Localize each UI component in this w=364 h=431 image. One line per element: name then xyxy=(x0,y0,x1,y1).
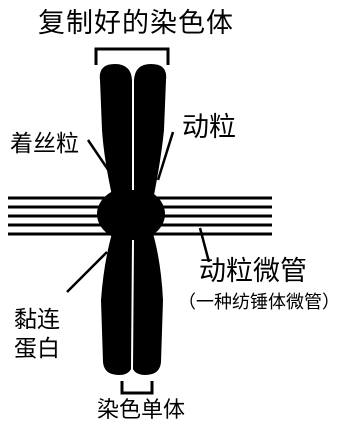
replicated-chromosome-bracket xyxy=(94,47,170,65)
microtubule-leader xyxy=(198,227,211,263)
sister-chromatid-label: 染色单体 xyxy=(97,398,186,423)
centromere-kinetochore-blob xyxy=(97,187,165,241)
kinetochore-microtubule-label: 动粒微管 xyxy=(199,256,307,287)
cohesin-label: 黏连蛋白 xyxy=(14,307,60,362)
chromatid-gap-lower xyxy=(131,239,134,371)
chromosome-body xyxy=(97,64,167,375)
centromere-leader xyxy=(86,139,113,175)
chromatid-left-upper-arm xyxy=(99,64,137,200)
kinetochore-leader xyxy=(156,131,175,181)
centromere-label: 着丝粒 xyxy=(10,131,79,157)
replicated-chromosome-label: 复制好的染色体 xyxy=(38,8,234,39)
chromatid-right-upper-arm xyxy=(129,64,167,200)
kinetochore-label: 动粒 xyxy=(182,112,236,143)
chromatid-right-lower-arm xyxy=(127,230,163,375)
cohesin-leader xyxy=(66,251,108,293)
chromatid-bracket xyxy=(120,381,154,395)
chromatid-left-lower-arm xyxy=(101,230,137,375)
microtubule-note-label: （一种纺锤体微管） xyxy=(178,292,340,313)
